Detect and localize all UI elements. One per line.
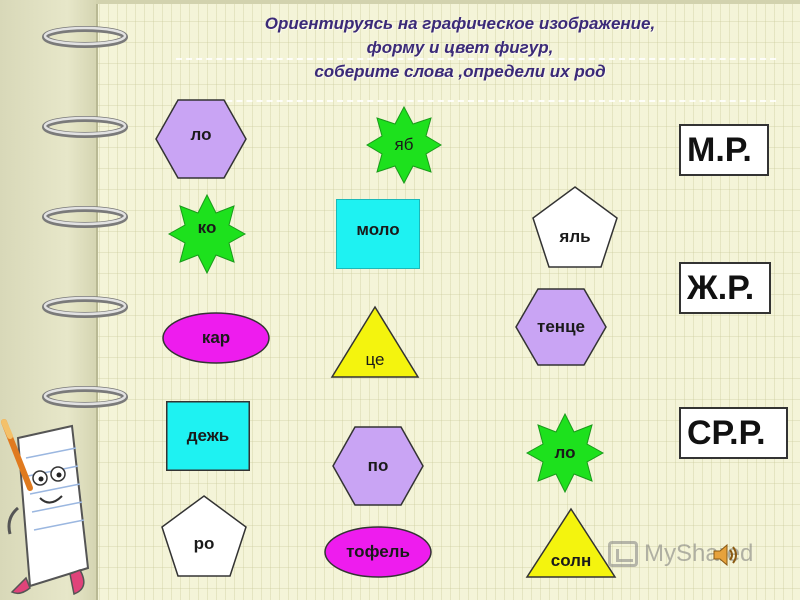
word-piece-label: кар bbox=[201, 328, 231, 347]
word-piece-pentagon-yal[interactable]: яль bbox=[532, 186, 618, 268]
word-piece-hexagon-tentse[interactable]: тенце bbox=[515, 288, 607, 366]
spiral-ring-icon bbox=[42, 26, 128, 48]
word-piece-square-molo[interactable]: моло bbox=[336, 199, 420, 269]
word-piece-label: ро bbox=[193, 534, 215, 553]
word-piece-label: солн bbox=[550, 551, 592, 570]
instruction-line-3: соберите слова ,определи их род bbox=[314, 62, 606, 81]
word-piece-ellipse-tofel[interactable]: тофель bbox=[324, 526, 432, 578]
dashed-rule bbox=[176, 58, 776, 60]
category-masculine-box[interactable]: М.Р. bbox=[679, 124, 769, 176]
pentagon-shape bbox=[161, 495, 247, 577]
word-piece-hexagon-po[interactable]: по bbox=[332, 426, 424, 506]
word-piece-label: дежь bbox=[186, 426, 230, 445]
triangle-shape bbox=[330, 305, 420, 378]
spiral-ring-icon bbox=[42, 296, 128, 318]
hexagon-shape bbox=[332, 426, 424, 506]
word-piece-star-ko[interactable]: ко bbox=[167, 193, 247, 275]
word-piece-label: тенце bbox=[537, 317, 585, 336]
word-piece-ellipse-kar[interactable]: кар bbox=[162, 312, 270, 364]
word-piece-label: тофель bbox=[346, 542, 410, 561]
word-piece-star-lo[interactable]: ло bbox=[525, 412, 605, 494]
sound-speaker-icon[interactable] bbox=[710, 540, 740, 570]
hexagon-shape bbox=[515, 288, 607, 366]
spiral-ring-icon bbox=[42, 386, 128, 408]
myshared-watermark: MyShared bbox=[608, 536, 794, 572]
word-piece-label: моло bbox=[356, 220, 400, 239]
word-piece-label: ко bbox=[197, 218, 217, 237]
triangle-shape bbox=[525, 507, 617, 578]
ellipse-shape bbox=[162, 312, 270, 364]
pentagon-shape bbox=[532, 186, 618, 268]
category-masculine-label: М.Р. bbox=[687, 130, 752, 169]
word-piece-label: ло bbox=[190, 125, 212, 144]
task-instructions: Ориентируясь на графическое изображение,… bbox=[160, 12, 760, 84]
word-piece-label: по bbox=[367, 456, 389, 475]
word-piece-star-yab[interactable]: яб bbox=[366, 105, 442, 185]
word-piece-label: ло bbox=[554, 443, 576, 462]
presentation-icon bbox=[608, 541, 638, 567]
word-piece-label: яб bbox=[394, 135, 414, 154]
category-feminine-box[interactable]: Ж.Р. bbox=[679, 262, 771, 314]
word-piece-triangle-tse[interactable]: це bbox=[330, 305, 420, 378]
notebook-mascot-icon bbox=[1, 419, 90, 596]
instruction-line-1: Ориентируясь на графическое изображение, bbox=[264, 14, 656, 33]
spiral-ring-icon bbox=[42, 116, 128, 138]
category-feminine-label: Ж.Р. bbox=[687, 268, 755, 307]
word-piece-square-dezh[interactable]: дежь bbox=[166, 401, 250, 471]
word-piece-hexagon-lo[interactable]: ло bbox=[155, 99, 247, 179]
star-shape bbox=[525, 412, 605, 494]
category-neuter-label: СР.Р. bbox=[687, 413, 766, 452]
word-piece-triangle-soln[interactable]: солн bbox=[525, 507, 617, 578]
category-neuter-box[interactable]: СР.Р. bbox=[679, 407, 788, 459]
word-piece-pentagon-ro[interactable]: ро bbox=[161, 495, 247, 577]
instruction-line-2: форму и цвет фигур, bbox=[366, 38, 554, 57]
spiral-ring-icon bbox=[42, 206, 128, 228]
word-piece-label: це bbox=[365, 350, 385, 369]
ellipse-shape bbox=[324, 526, 432, 578]
hexagon-shape bbox=[155, 99, 247, 179]
star-shape bbox=[366, 105, 442, 185]
square-shape bbox=[166, 401, 250, 471]
dashed-rule bbox=[176, 100, 776, 102]
word-piece-label: яль bbox=[559, 227, 591, 246]
square-shape bbox=[336, 199, 420, 269]
star-shape bbox=[167, 193, 247, 275]
notebook-top-edge bbox=[96, 0, 800, 4]
